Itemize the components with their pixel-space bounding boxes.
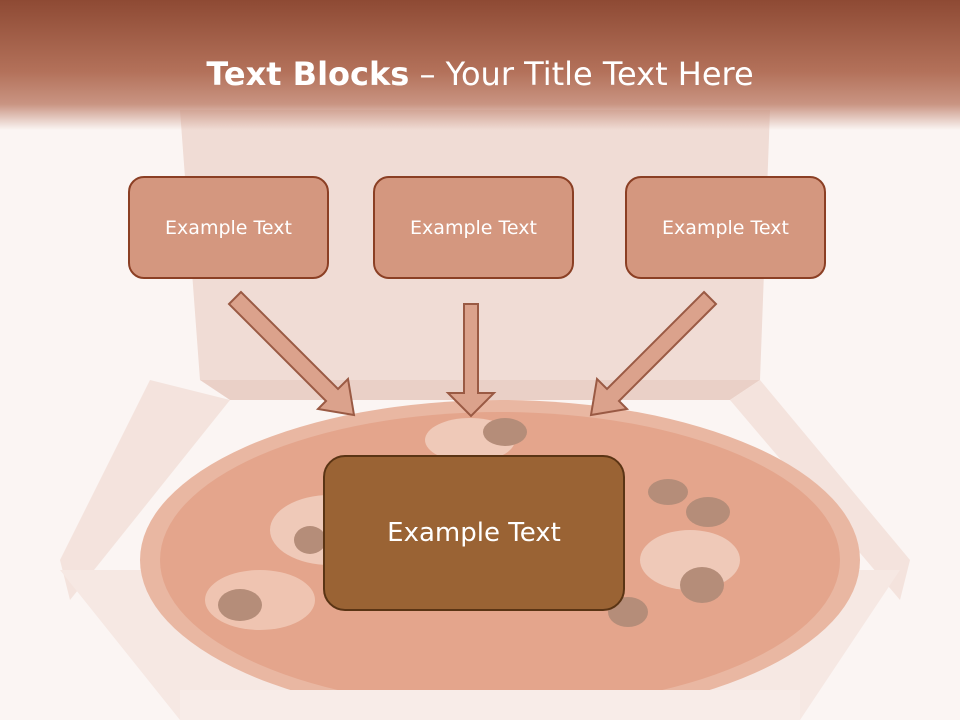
title-banner — [0, 0, 960, 130]
text-block-left[interactable]: Example Text — [128, 176, 329, 279]
text-block-middle[interactable]: Example Text — [373, 176, 574, 279]
title-bold-part: Text Blocks — [206, 55, 410, 93]
text-block-right[interactable]: Example Text — [625, 176, 826, 279]
arrow-center — [445, 303, 497, 418]
arrow-left — [227, 290, 356, 417]
title-rest-part: – Your Title Text Here — [409, 55, 754, 93]
arrow-right — [589, 290, 718, 417]
slide-title: Text Blocks – Your Title Text Here — [0, 55, 960, 93]
text-block-center[interactable]: Example Text — [323, 455, 625, 611]
